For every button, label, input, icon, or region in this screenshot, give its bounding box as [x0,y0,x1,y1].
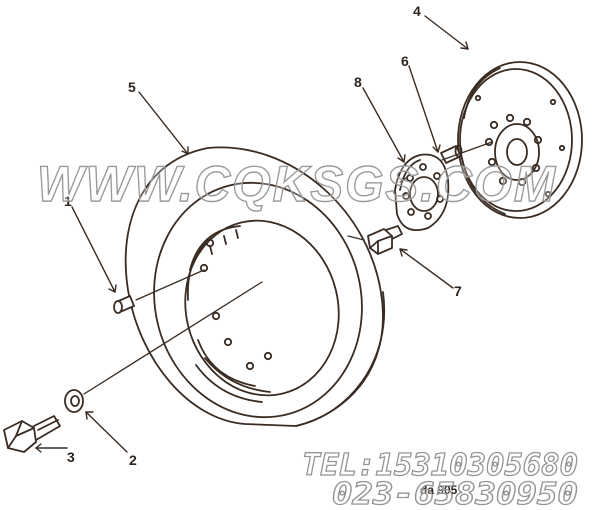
part-4-flywheel-flange [457,61,583,219]
telephone-watermark: TEL:15310305680 [302,448,578,483]
callout-5: 5 [128,79,136,95]
phone-watermark: 023-65830950 [332,477,578,510]
part-3-capscrew [3,415,61,453]
callout-3: 3 [67,449,75,465]
callout-6: 6 [401,53,409,69]
callout-1: 1 [64,193,72,209]
callout-7: 7 [454,283,462,299]
part-7-capscrew [367,225,403,255]
callout-4: 4 [413,3,421,19]
drawing-code: da 905 [420,483,458,497]
website-watermark: WWW.CQKSGS.COM [37,156,557,212]
callout-8: 8 [354,74,362,90]
part-8-adapter-plate [394,153,450,232]
leader-lines [35,15,469,453]
part-1-pin [113,295,135,314]
assembly-axis-lines [83,141,493,395]
callout-labels: 1 2 3 4 5 6 7 8 [64,3,462,468]
part-2-washer [64,389,84,413]
callout-2: 2 [129,452,137,468]
